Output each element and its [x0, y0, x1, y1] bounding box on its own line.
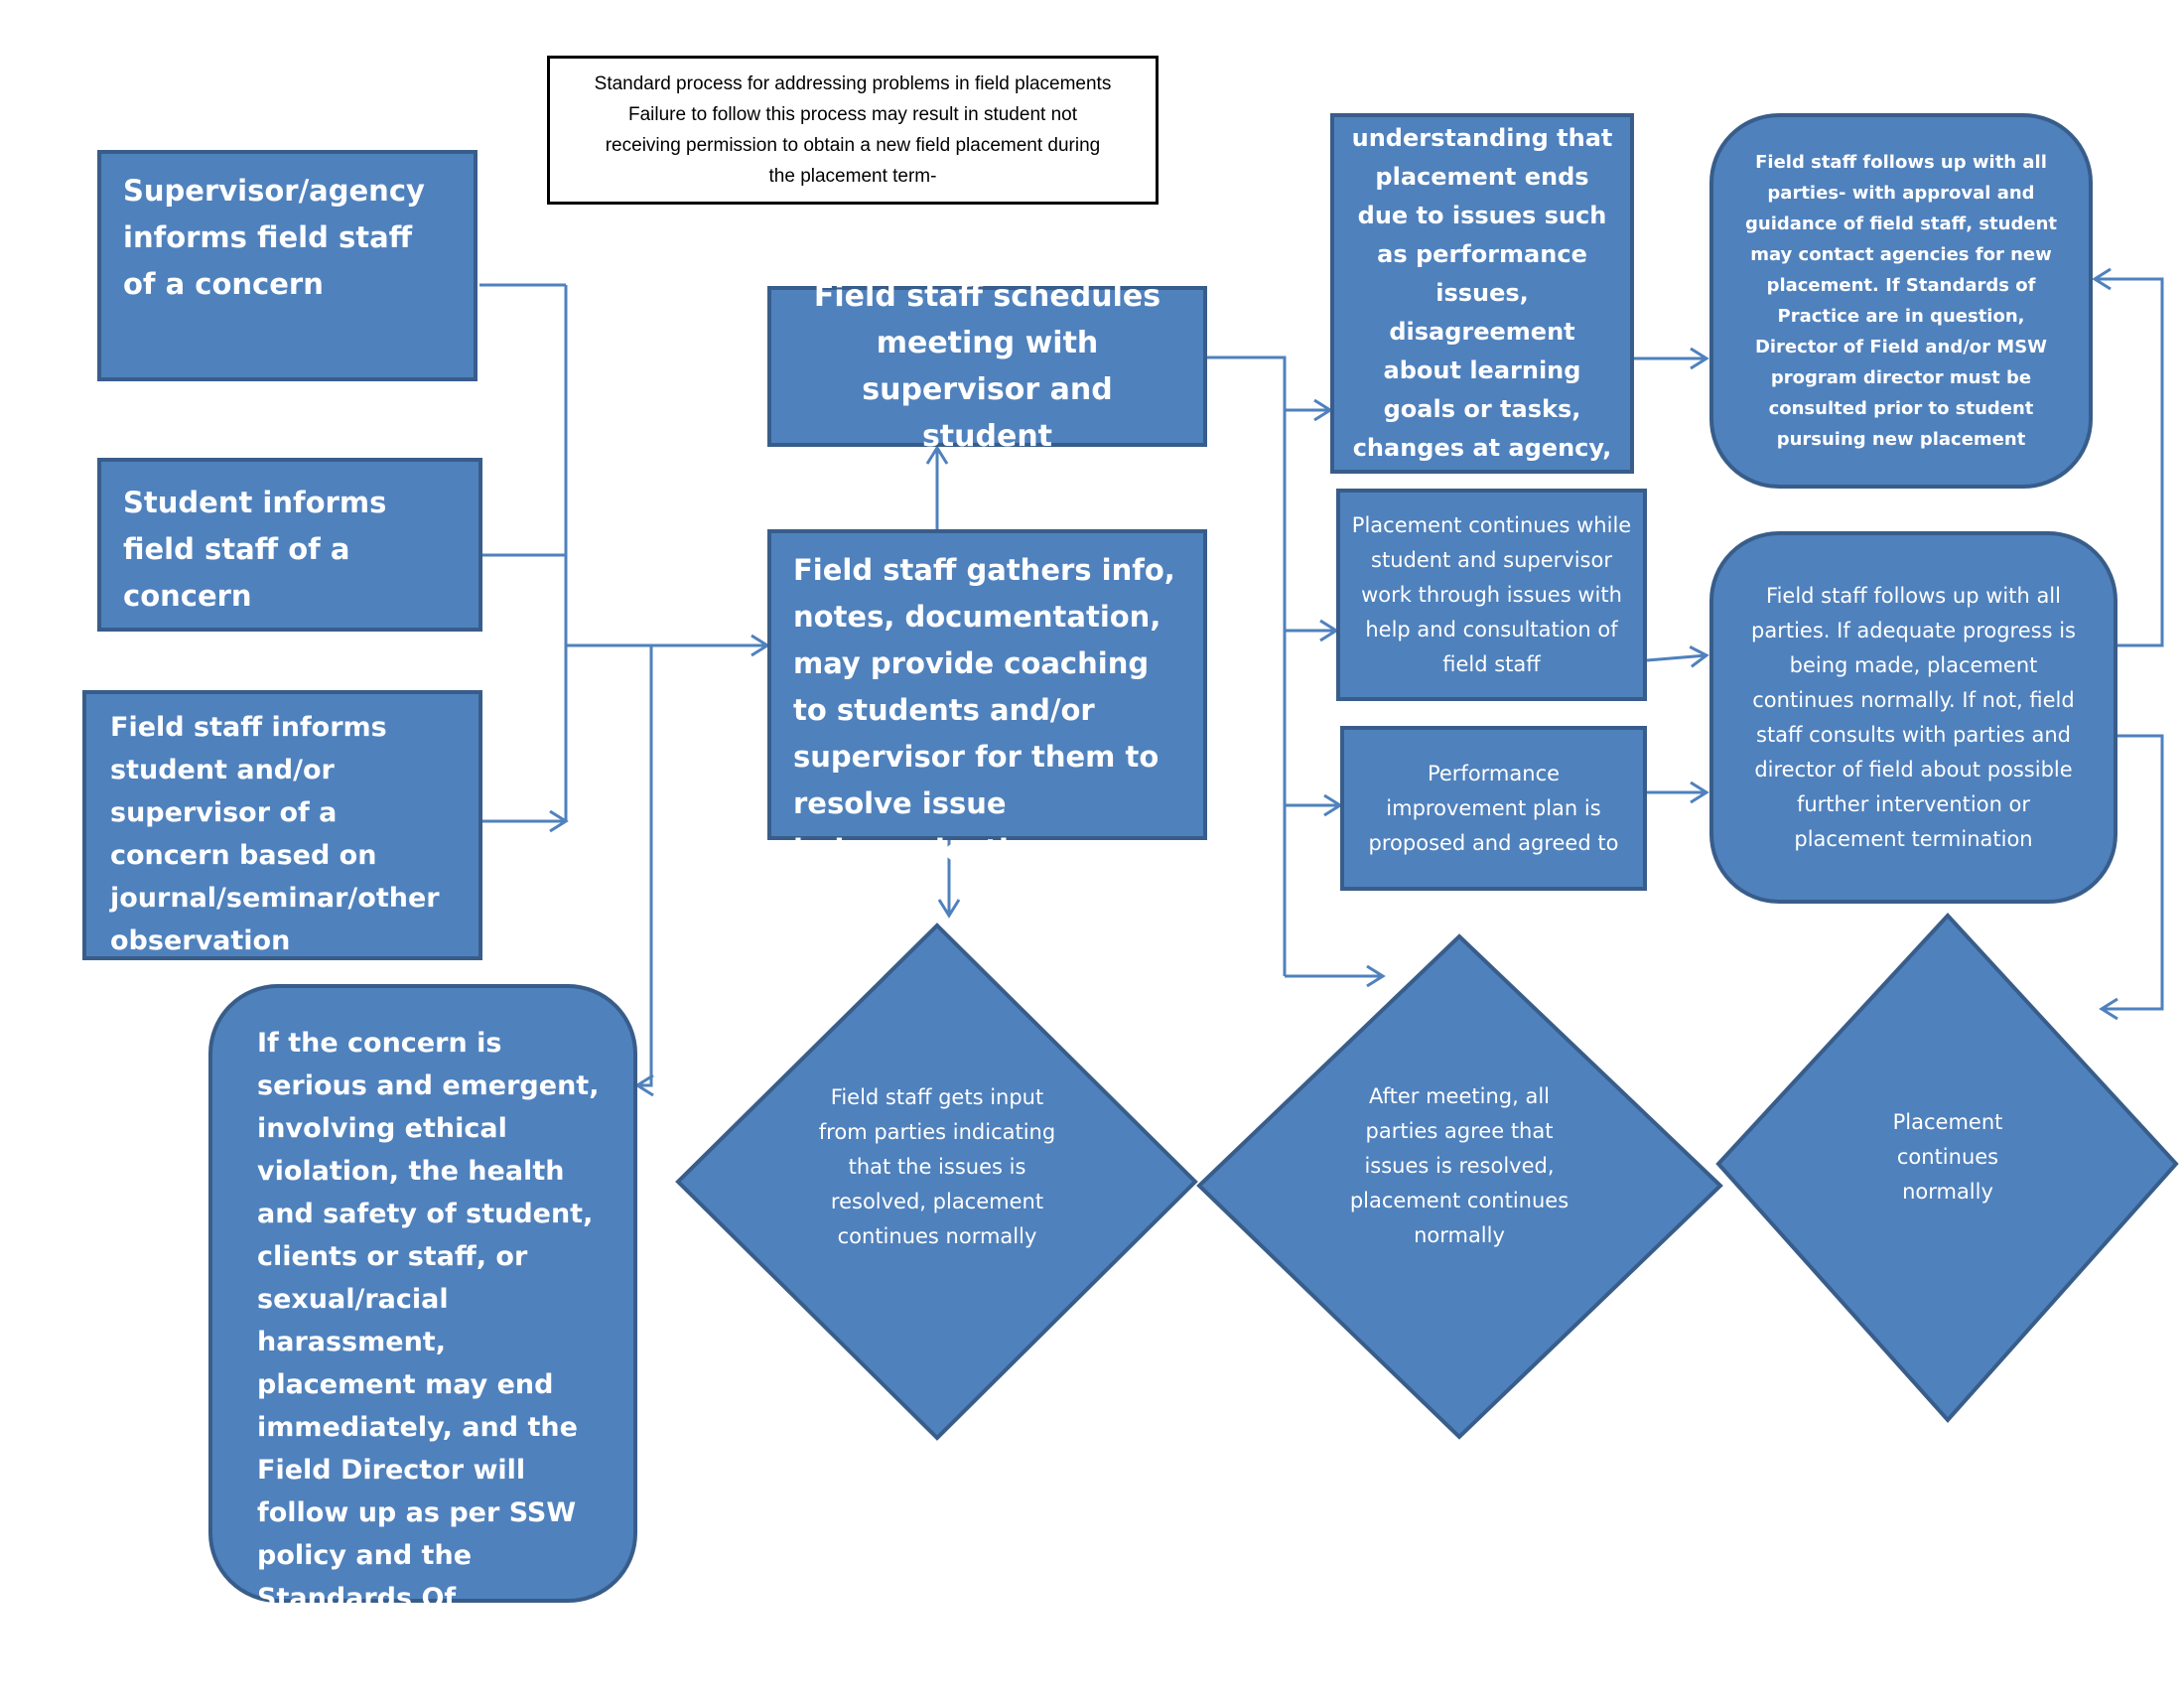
follow-up-new-placement-text: Field staff follows up with all parties-…	[1745, 152, 2057, 450]
connector-schedule-branch	[1207, 355, 1287, 976]
diamond-after-meeting-text: After meeting, all parties agree that is…	[1349, 1083, 1570, 1247]
schedules-meeting-text: Field staff schedules meeting with super…	[813, 279, 1161, 454]
connector-to-serious	[634, 645, 654, 1097]
follow-up-progress-text: Field staff follows up with all parties.…	[1751, 583, 2076, 851]
header-line-3: receiving permission to obtain a new fie…	[605, 135, 1101, 156]
follow-up-new-placement-box: Field staff follows up with all parties-…	[1709, 113, 2093, 489]
diamond-input-shape	[675, 923, 1198, 1441]
gathers-info-box: Field staff gathers info, notes, documen…	[767, 529, 1207, 867]
diamond-continues-text: Placement continues normally	[1892, 1109, 2003, 1204]
diamond-continues-shape	[1715, 913, 2179, 1424]
gathers-info-text: Field staff gathers info, notes, documen…	[793, 553, 1175, 867]
follow-up-progress-box: Field staff follows up with all parties.…	[1709, 531, 2117, 904]
diamond-input-text: Field staff gets input from parties indi…	[818, 1084, 1056, 1248]
schedules-meeting-box: Field staff schedules meeting with super…	[767, 279, 1207, 454]
mutual-understanding-text: Mutual understanding that placement ends…	[1351, 85, 1613, 500]
diamond-after-meeting-text-block: After meeting, all parties agree that is…	[1335, 1066, 1583, 1265]
supervisor-informs-text: Supervisor/agency informs field staff of…	[123, 174, 425, 301]
header-line-4: the placement term-	[768, 166, 937, 187]
connector-progress-to-followup	[2092, 267, 2164, 647]
diamond-after-meeting-shape	[1196, 933, 1723, 1440]
diamond-input-text-block: Field staff gets input from parties indi…	[812, 1053, 1062, 1281]
student-informs-box: Student informs field staff of a concern	[97, 458, 482, 632]
placement-continues-work-text: Placement continues while student and su…	[1351, 512, 1632, 676]
diamond-continues-text-block: Placement continues normally	[1848, 1092, 2047, 1221]
student-informs-text: Student informs field staff of a concern	[123, 486, 387, 613]
placement-continues-work-box: Placement continues while student and su…	[1336, 489, 1647, 701]
serious-concern-text: If the concern is serious and emergent, …	[257, 1028, 600, 1699]
supervisor-informs-box: Supervisor/agency informs field staff of…	[97, 150, 478, 381]
header-line-1: Standard process for addressing problems…	[594, 73, 1112, 94]
performance-plan-box: Performance improvement plan is proposed…	[1340, 726, 1647, 891]
header-line-2: Failure to follow this process may resul…	[628, 104, 1077, 125]
connector-continues-to-progress	[1646, 645, 1709, 668]
mutual-understanding-box: Mutual understanding that placement ends…	[1330, 85, 1634, 500]
serious-concern-box: If the concern is serious and emergent, …	[208, 984, 637, 1699]
performance-plan-text: Performance improvement plan is proposed…	[1368, 761, 1619, 855]
field-staff-informs-text: Field staff informs student and/or super…	[110, 712, 440, 956]
process-header: Standard process for addressing problems…	[547, 56, 1159, 205]
field-staff-informs-box: Field staff informs student and/or super…	[82, 690, 482, 960]
connector-progress-to-continues	[2099, 734, 2164, 1021]
